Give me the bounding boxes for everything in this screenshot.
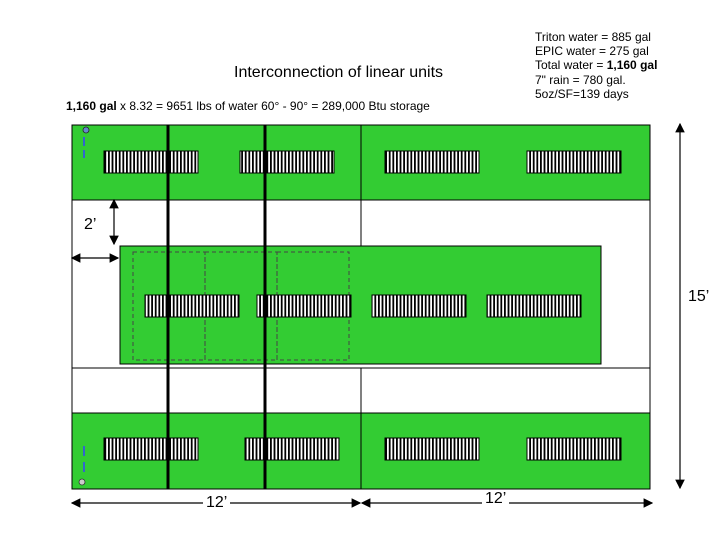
linear-unit bbox=[486, 294, 582, 318]
note-line: 5oz/SF=139 days bbox=[535, 86, 629, 101]
linear-unit bbox=[239, 150, 335, 174]
gap-dimension-label: 2’ bbox=[83, 216, 98, 234]
note-line: Total water = 1,160 gal bbox=[535, 58, 658, 73]
total-water-value: 1,160 gal bbox=[606, 58, 658, 73]
width-dimension-label-right: 12’ bbox=[482, 490, 510, 508]
total-gallons: 1,160 gal bbox=[66, 99, 117, 113]
linear-unit bbox=[244, 437, 340, 461]
linear-unit bbox=[526, 437, 622, 461]
fitting-icon bbox=[78, 478, 86, 486]
linear-unit bbox=[371, 294, 467, 318]
storage-calculation: 1,160 gal x 8.32 = 9651 lbs of water 60°… bbox=[66, 99, 430, 113]
linear-unit bbox=[384, 437, 480, 461]
linear-unit bbox=[526, 150, 622, 174]
linear-unit bbox=[144, 294, 240, 318]
linear-unit bbox=[103, 150, 199, 174]
linear-unit bbox=[103, 437, 199, 461]
linear-unit bbox=[256, 294, 352, 318]
calculation-text: x 8.32 = 9651 lbs of water 60° - 90° = 2… bbox=[116, 99, 430, 113]
water-notes: Triton water = 885 gal EPIC water = 275 … bbox=[535, 30, 657, 101]
note-line: EPIC water = 275 gal bbox=[535, 44, 649, 59]
width-dimension-label-left: 12’ bbox=[203, 494, 231, 512]
diagram-title: Interconnection of linear units bbox=[234, 64, 444, 81]
note-line: 7" rain = 780 gal. bbox=[535, 72, 626, 87]
note-line: Triton water = 885 gal bbox=[535, 30, 651, 44]
fitting-icon bbox=[82, 126, 90, 134]
linear-unit bbox=[384, 150, 480, 174]
height-dimension-label: 15’ bbox=[688, 288, 710, 305]
